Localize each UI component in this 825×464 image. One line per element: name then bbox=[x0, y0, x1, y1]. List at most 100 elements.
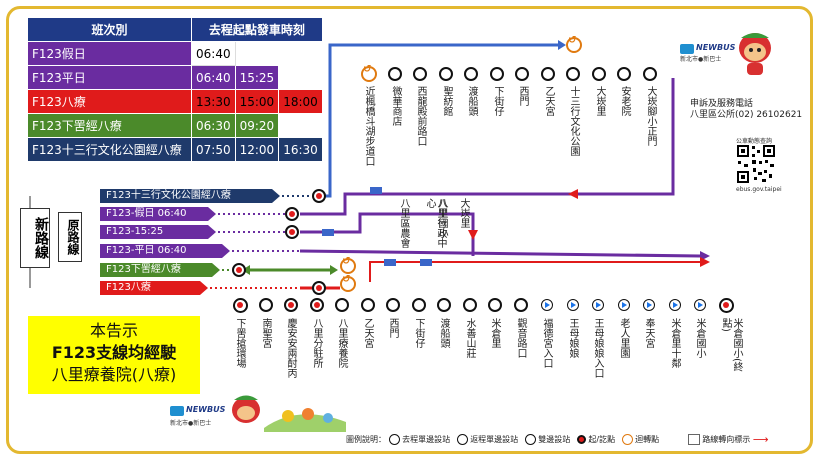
arrow-icon bbox=[700, 257, 710, 267]
qr-code[interactable] bbox=[736, 144, 776, 184]
stop-icon bbox=[412, 298, 426, 312]
arrow-icon bbox=[242, 265, 250, 275]
header-route: 班次別 bbox=[27, 17, 192, 42]
stop-label: 近楓橋斗湖步道口 bbox=[363, 86, 374, 166]
start-end-icon bbox=[576, 435, 586, 444]
time-cell bbox=[278, 41, 323, 66]
logo-text: NEWBUS bbox=[696, 43, 736, 52]
stop-label: 微華商店 bbox=[390, 86, 401, 126]
time-cell bbox=[235, 41, 279, 66]
stop-label: 下街仔 bbox=[492, 86, 503, 116]
notice-line: 本告示 bbox=[89, 321, 138, 340]
qr-code-icon bbox=[736, 144, 776, 184]
stop-marker bbox=[370, 187, 382, 194]
route-line-purple bbox=[300, 78, 675, 216]
time-cell bbox=[278, 65, 323, 90]
turnaround-icon bbox=[340, 256, 356, 274]
start-stop-icon bbox=[312, 189, 326, 203]
stop-icon bbox=[490, 67, 504, 81]
turnaround-icon bbox=[340, 274, 356, 292]
time-cell: 16:30 bbox=[278, 137, 323, 162]
turnaround-icon bbox=[361, 64, 377, 82]
stop-label: 渡船頭 bbox=[466, 86, 477, 116]
one-way-stop-icon bbox=[592, 299, 604, 311]
legend-direction: 路線轉向標示 bbox=[702, 435, 751, 444]
stop-label: 米倉里 bbox=[489, 318, 500, 348]
stop-icon bbox=[643, 67, 657, 81]
table-row: F123十三行文化公園經八療 07:50 12:00 16:30 bbox=[27, 137, 323, 162]
stop-label: 西龍殿前路口 bbox=[415, 86, 426, 146]
illustration bbox=[228, 394, 348, 434]
notice-line: F123支線均經駛 bbox=[51, 343, 177, 362]
route-name: F123平日 bbox=[27, 65, 192, 90]
logo-subtitle: 新北市●新巴士 bbox=[680, 56, 722, 63]
notice-box: 本告示 F123支線均經駛 八里療養院(八療) bbox=[28, 316, 200, 394]
time-cell: 13:30 bbox=[191, 89, 236, 114]
route-tag: F123-平日 06:40 bbox=[100, 244, 230, 258]
start-stop-icon bbox=[310, 298, 324, 312]
end-stop-icon bbox=[719, 298, 734, 313]
direction-arrow-icon bbox=[568, 189, 578, 199]
legend-back: 返程單邊設站 bbox=[470, 435, 519, 444]
stop-label: 王母娘娘入口 bbox=[592, 318, 603, 378]
one-way-stop-icon bbox=[567, 299, 579, 311]
stop-label: 王母娘娘 bbox=[567, 318, 578, 358]
one-way-stop-icon bbox=[618, 299, 630, 311]
stop-label: 米倉國小(終點) bbox=[720, 318, 742, 372]
red-arrow-icon: ⟶ bbox=[752, 433, 769, 446]
time-cell: 06:40 bbox=[191, 65, 236, 90]
stop-icon bbox=[335, 298, 349, 312]
table-row: F123平日 06:40 15:25 bbox=[27, 65, 323, 90]
stop-label: 乙天宮 bbox=[543, 86, 554, 116]
legend-start-end: 起/訖點 bbox=[588, 435, 616, 444]
stop-label: 福德宮入口 bbox=[541, 318, 552, 368]
stop-icon bbox=[515, 67, 529, 81]
contact-label: 申訴及服務電話 bbox=[690, 99, 754, 109]
stop-label: 下罟搶環場 bbox=[234, 318, 245, 368]
stop-label: 老人里園 bbox=[618, 318, 629, 358]
stop-icon bbox=[437, 298, 451, 312]
old-route-label: 原路線 bbox=[58, 212, 82, 262]
route-line-purple-2 bbox=[300, 212, 475, 256]
stop-label: 八里國小 bbox=[436, 198, 447, 238]
illustration-icon bbox=[232, 395, 346, 432]
mascot-image bbox=[733, 30, 777, 78]
stop-label: 渡船頭 bbox=[438, 318, 449, 348]
start-stop-icon bbox=[285, 225, 299, 239]
direction-box-icon bbox=[687, 434, 700, 445]
one-way-stop-icon bbox=[541, 299, 553, 311]
time-cell: 12:00 bbox=[234, 137, 280, 162]
new-route-label: 新路線 bbox=[20, 208, 50, 268]
route-name: F123下罟經八療 bbox=[27, 113, 192, 138]
stop-label: 八里分駐所 bbox=[311, 318, 322, 368]
qr-url: ebus.gov.taipei bbox=[736, 186, 782, 193]
stop-label: 大崁里 bbox=[594, 86, 605, 116]
stop-icon bbox=[617, 67, 631, 81]
go-stop-icon bbox=[388, 434, 400, 445]
stop-icon bbox=[514, 298, 528, 312]
time-cell: 18:00 bbox=[278, 89, 323, 114]
legend-both: 雙邊設站 bbox=[538, 435, 571, 444]
stop-label: 慶安安兩酎丙 bbox=[285, 318, 296, 378]
route-tag: F123-15:25 bbox=[100, 225, 216, 239]
turn-icon bbox=[621, 434, 633, 445]
stop-icon bbox=[259, 298, 273, 312]
stop-marker bbox=[420, 259, 432, 266]
time-cell: 09:20 bbox=[234, 113, 280, 138]
route-tag: F123十三行文化公園經八療 bbox=[100, 189, 280, 203]
both-stop-icon bbox=[524, 434, 536, 445]
stop-label: 水善山莊 bbox=[464, 318, 475, 358]
stop-icon bbox=[388, 67, 402, 81]
stop-label: 米倉國小 bbox=[694, 318, 705, 358]
time-cell bbox=[278, 113, 323, 138]
legend: 圖例說明： 去程單邊設站 返程單邊設站 雙邊設站 起/訖點 迴轉點 路線轉向標示… bbox=[346, 433, 769, 446]
stop-marker bbox=[384, 259, 396, 266]
route-line-red-2 bbox=[369, 261, 700, 282]
stop-label: 八里區農會 bbox=[398, 198, 409, 248]
legend-go: 去程單邊設站 bbox=[402, 435, 451, 444]
direction-arrow-icon bbox=[468, 230, 478, 240]
stop-label: 八里行政中心 bbox=[424, 198, 446, 248]
stop-icon bbox=[463, 298, 477, 312]
route-tag: F123下罟經八療 bbox=[100, 263, 220, 277]
